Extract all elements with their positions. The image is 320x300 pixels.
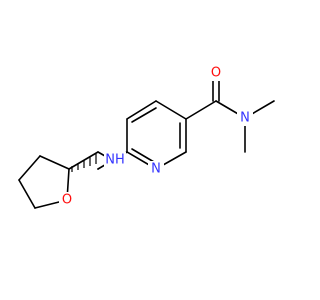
bond-c4-c5-inner (131, 107, 157, 123)
bond-c3prime-c2prime (39, 155, 70, 170)
atom-label-amide-oxygen: O (211, 66, 221, 81)
atom-layer: O N N NH O (59, 65, 253, 208)
atom-label-ring-oxygen: O (62, 193, 72, 208)
bond-c5prime-c4prime (18, 179, 36, 209)
atom-amide-oxygen: O (208, 65, 224, 81)
atom-amide-nitrogen: N (237, 110, 253, 126)
stereo-hashed-wedge (71, 154, 97, 172)
molecule-structure-diagram: O N N NH O (18, 65, 275, 209)
atom-ring-oxygen: O (59, 192, 75, 208)
bond-c3-carbonyl (185, 100, 217, 120)
bond-c4prime-c3prime (18, 155, 41, 181)
bond-layer (18, 72, 275, 209)
atom-amine-nh: NH (104, 152, 126, 169)
atom-label-amine-nh: NH (105, 153, 125, 168)
bond-c4-c5 (126, 100, 157, 120)
bond-c6-n1-inner (131, 148, 155, 163)
atom-label-amide-nitrogen: N (240, 111, 250, 126)
bond-c3-c4 (155, 100, 187, 120)
atom-pyridine-nitrogen: N (148, 161, 164, 177)
atom-label-pyridine-nitrogen: N (151, 162, 161, 177)
